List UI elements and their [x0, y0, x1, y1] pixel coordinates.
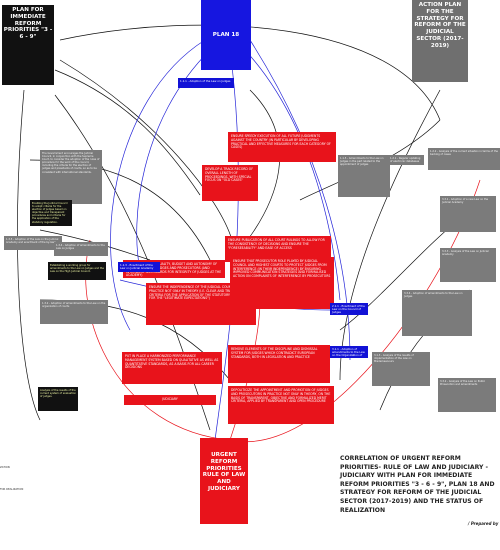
- connector: [59, 24, 441, 121]
- priority-item: JUDICIARY: [124, 395, 216, 405]
- strategy-item: 1.2.2 - Analysis of the current situatio…: [428, 148, 500, 170]
- header-plan-18: PLAN 18: [201, 0, 251, 70]
- priority-item: REMOVE ELEMENTS OF THE DISCIPLINE AND DI…: [228, 345, 330, 383]
- priority-item: DEVELOP A TRACK RECORD OF OVERALL LENGTH…: [202, 165, 258, 201]
- immediate-priority-item: Enabling the Judicial Council to adopt c…: [30, 200, 72, 226]
- plan18-item: 1.1.3 - Enactment of the Law on Judicial…: [118, 262, 160, 272]
- immediate-priority-item: Establishing a working group for amendme…: [48, 262, 106, 280]
- plan18-item: 2.1.1 - Enactment of the Law on the Coun…: [330, 303, 368, 315]
- strategy-item: 3.3.4 - Adoption of amendments to the La…: [402, 290, 472, 336]
- connector: [239, 89, 280, 251]
- connector: [136, 49, 211, 271]
- connector: [54, 69, 201, 196]
- priority-item: ENSURE SPEEDY EXECUTION OF ALL FUTURE JU…: [228, 132, 336, 162]
- connector: [110, 39, 206, 331]
- immediate-priority-item: 1.3.2 - Adoption of amendments to the La…: [40, 300, 108, 324]
- immediate-priority-item: 1.3.4 - Adoption of amendments to the La…: [54, 242, 108, 256]
- strategy-item: 1.2.1 - Regular updating of electronic d…: [388, 155, 424, 165]
- connector: [17, 89, 41, 421]
- strategy-item: 1.1.5 - Amendments to the Law on Judges …: [338, 155, 390, 197]
- header-immediate-priorities: PLAN FOR IMMEDIATE REFORM PRIORITIES "3 …: [2, 5, 54, 85]
- connector: [59, 59, 233, 241]
- immediate-priority-item: The Government encourages the Judicial C…: [40, 150, 102, 204]
- immediate-priority-item: 1.3.5 - Adoption of the Law on the Judic…: [4, 236, 62, 250]
- strategy-item: 3.1.3 - Analysis of the results of imple…: [372, 352, 430, 386]
- plan18-item: 1.1.1 - Adoption of the Law on Judges: [178, 78, 234, 88]
- header-strategy-action-plan: ACTION PLAN FOR THE STRATEGY FOR REFORM …: [412, 0, 468, 82]
- left-status-label: FOR REALIZATION: [0, 488, 24, 491]
- immediate-priority-item: Analysis of the results of the current s…: [38, 387, 78, 411]
- left-status-label-short: ZATION: [0, 466, 10, 469]
- priority-item: ENSURE THAT PROSECUTOR ROLE PLAYED BY JU…: [230, 257, 334, 309]
- strategy-item: 3.3.1 - Adoption of a new Law on the Jud…: [440, 196, 496, 232]
- connector: [249, 39, 351, 361]
- prepared-by-label: / Prepared by: [468, 521, 499, 526]
- priority-item: PUT IN PLACE A HARMONIZED PERFORMANCE MA…: [122, 352, 222, 384]
- diagram-footer-title: CORRELATION OF URGENT REFORM PRIORITIES-…: [340, 455, 495, 514]
- priority-item: DEPOLITICIZE THE APPOINTMENT AND PROMOTI…: [228, 386, 334, 424]
- strategy-item: 3.3.3 - Analysis of the Law on Judicial …: [440, 248, 496, 282]
- plan18-item: 3.1.1 - Adoption of amendments to the La…: [330, 346, 368, 358]
- strategy-item: 3.3.2 - Analysis of the Law on Public Pr…: [438, 378, 496, 412]
- header-urgent-reform-priorities: URGENT REFORM PRIORITIES RULE OF LAW AND…: [200, 438, 248, 524]
